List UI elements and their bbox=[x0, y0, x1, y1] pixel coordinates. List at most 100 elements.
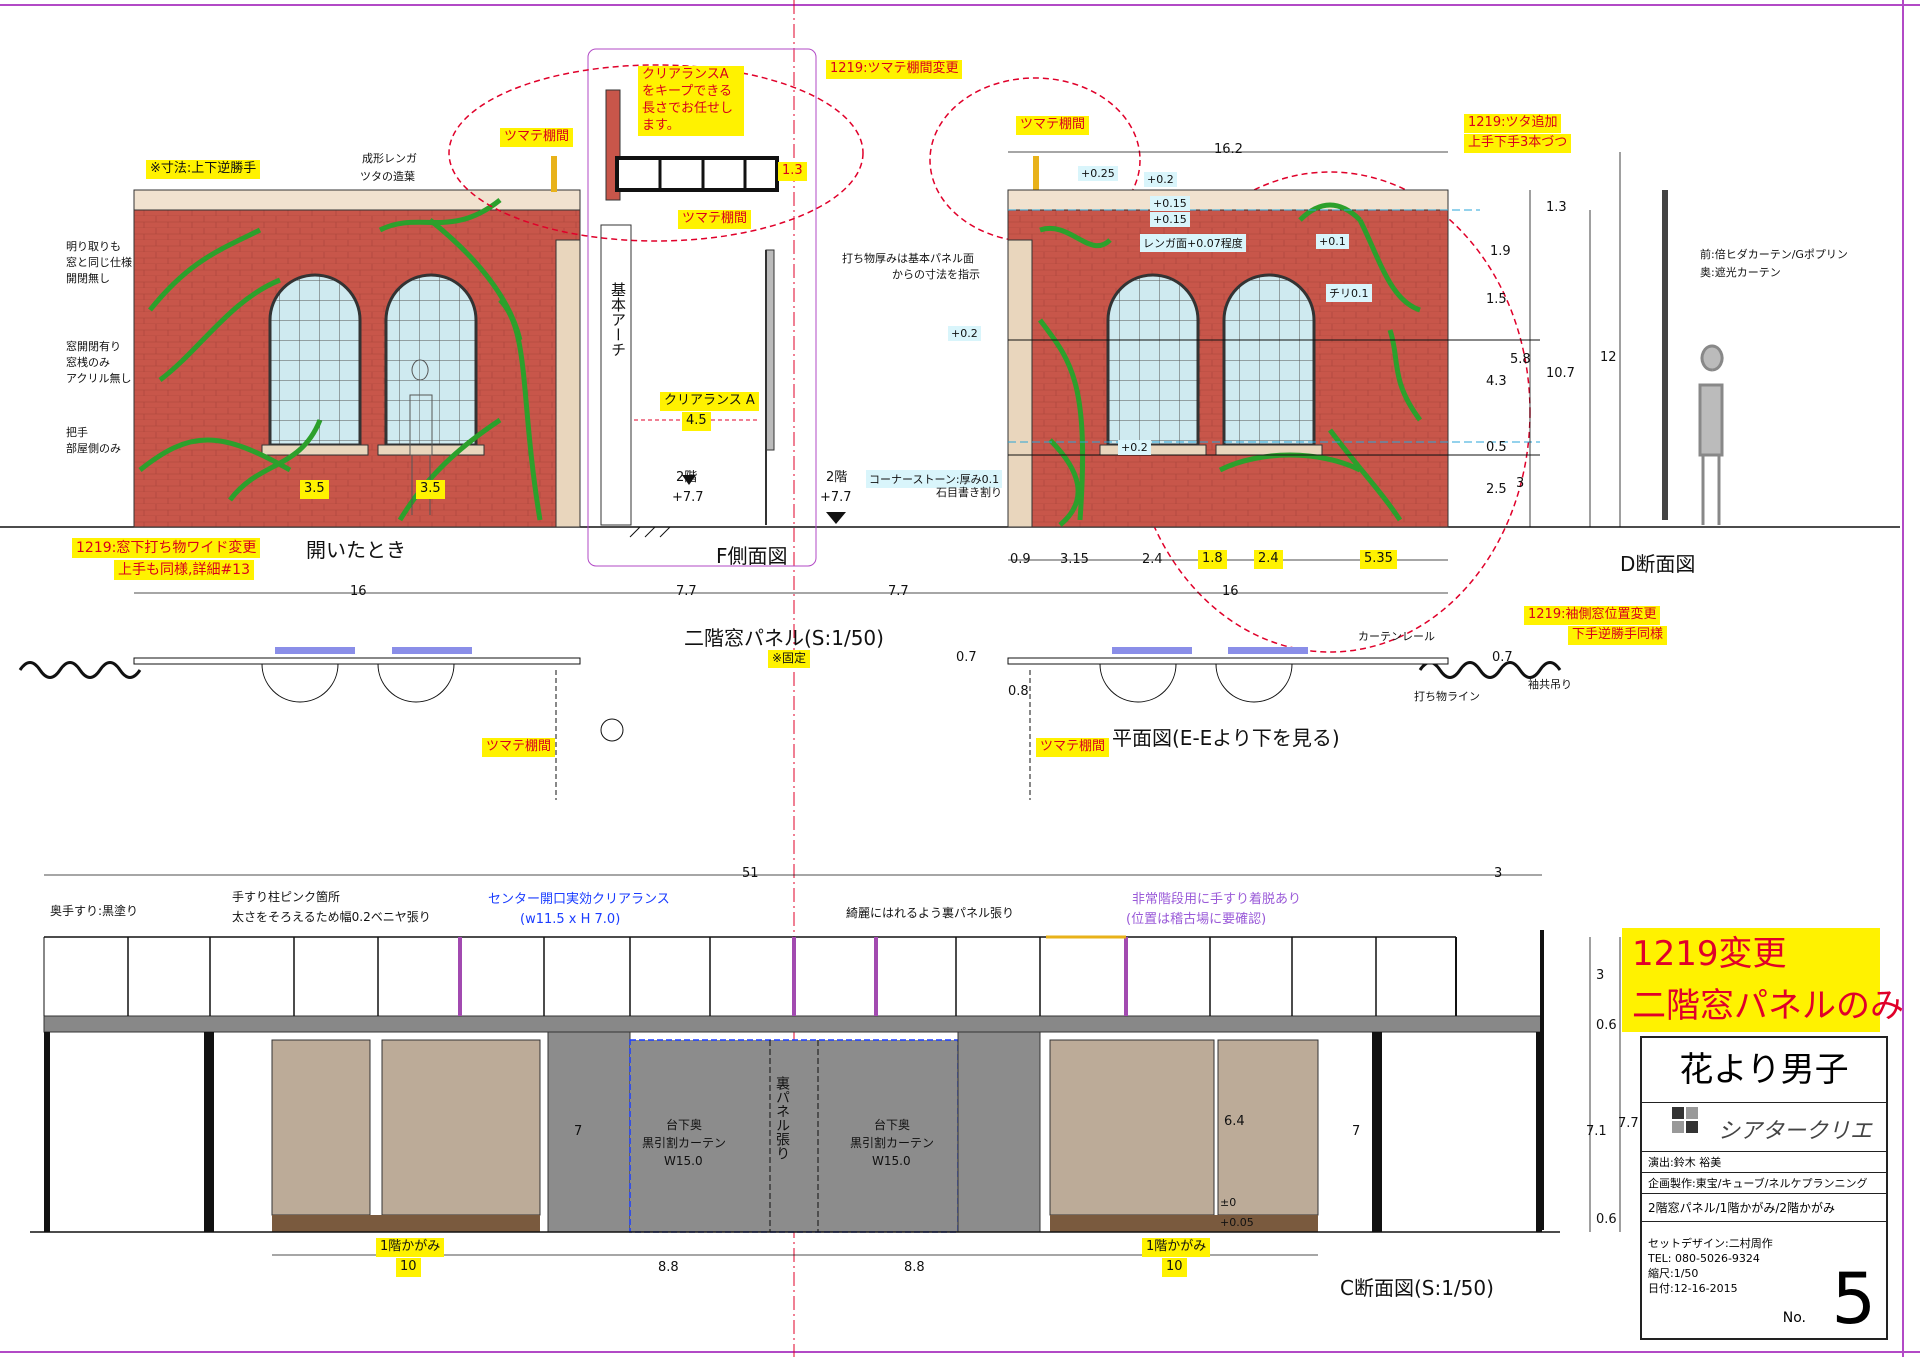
dim-88-left: 8.8 bbox=[658, 1260, 679, 1275]
dim-right-3: 1.5 bbox=[1486, 292, 1507, 307]
curtain-right-1: 台下奥 bbox=[874, 1118, 911, 1132]
sode-label: 袖共吊り bbox=[1528, 678, 1572, 691]
dim-side-width: 7.7 bbox=[676, 584, 697, 599]
dim-1-3: 1.3 bbox=[778, 162, 807, 181]
ura-panel-label: 裏パネル張り bbox=[774, 1076, 790, 1160]
dim-level-pm0: ±0 bbox=[1220, 1196, 1237, 1209]
plan-view-label: 平面図(E-Eより下を見る) bbox=[1112, 726, 1340, 750]
center-clearance-note: センター開口実効クリアランス bbox=[488, 892, 670, 907]
plan-view bbox=[18, 647, 1562, 800]
d-section-back-curtain: 奥:遮光カーテン bbox=[1700, 266, 1781, 279]
right-floor2-label: 2階 bbox=[826, 470, 848, 485]
side-view-label: F側面図 bbox=[716, 544, 788, 568]
dim-right-7: 12 bbox=[1600, 350, 1617, 365]
theater-logo: シアタークリエ bbox=[1642, 1103, 1886, 1152]
ivy-note: ツタの造葉 bbox=[360, 170, 415, 183]
d-section bbox=[1662, 190, 1724, 525]
logo-mark-icon bbox=[1672, 1107, 1698, 1133]
designer-tel: TEL: 080-5026-9324 bbox=[1648, 1252, 1760, 1265]
brick-note: 成形レンガ bbox=[362, 152, 417, 165]
dim-bottom-5: 2.4 bbox=[1254, 550, 1283, 569]
plan-dim-08: 0.8 bbox=[1008, 684, 1029, 699]
c-dim-right-4: 7.7 bbox=[1618, 1116, 1639, 1131]
company-name: シアタークリエ bbox=[1718, 1119, 1873, 1144]
clearance-keep-note: クリアランスAをキープできる長さでお任せします。 bbox=[638, 66, 744, 136]
mirror-right-width: 10 bbox=[1162, 1258, 1187, 1277]
designer-name: セットデザイン:二村周作 bbox=[1648, 1237, 1773, 1250]
emergency-rail-note: 非常階段用に手すり着脱あり bbox=[1132, 892, 1302, 907]
offset-025: +0.25 bbox=[1078, 166, 1118, 181]
dim-window-gap-1: 3.5 bbox=[300, 480, 329, 499]
uchimono-line-label: 打ち物ライン bbox=[1414, 690, 1480, 703]
handle-note-b: 部屋側のみ bbox=[66, 442, 121, 455]
curtain-rail-label: カーテンレール bbox=[1358, 630, 1435, 643]
dim-center-width: 7.7 bbox=[888, 584, 909, 599]
drawing-date: 日付:12-16-2015 bbox=[1648, 1282, 1738, 1295]
offset-02-sill: +0.2 bbox=[1118, 440, 1151, 455]
dim-right-width: 16 bbox=[1222, 584, 1239, 599]
dim-bottom-2: 3.15 bbox=[1060, 552, 1089, 567]
offset-02-left: +0.2 bbox=[948, 326, 981, 341]
thickness-note-2: からの寸法を指示 bbox=[892, 268, 980, 281]
sheet-number: 5 bbox=[1831, 1258, 1876, 1340]
dim-bottom-3: 2.4 bbox=[1142, 552, 1163, 567]
fixed-note: ※固定 bbox=[768, 650, 811, 668]
basic-arch-label: 基本アーチ bbox=[609, 282, 627, 357]
handle-note-a: 把手 bbox=[66, 426, 88, 439]
dim-mirror-64: 6.4 bbox=[1224, 1114, 1245, 1129]
change-callout-line1: 1219変更 bbox=[1632, 934, 1787, 974]
mirror-right-label: 1階かがみ bbox=[1142, 1238, 1211, 1257]
show-title: 花より男子 bbox=[1642, 1038, 1886, 1103]
dim-curtain-height: 7 bbox=[574, 1124, 583, 1139]
right-floor2-level: +7.7 bbox=[820, 490, 852, 505]
change-note-ivy-count: 上手下手3本づつ bbox=[1464, 134, 1572, 153]
side-floor2-label: 2階 bbox=[676, 470, 698, 485]
change-note-window-wide: 1219:窓下打ち物ワイド変更 bbox=[72, 538, 261, 559]
change-callout-box: 1219変更 二階窓パネルのみ bbox=[1622, 928, 1904, 1032]
offset-01: +0.1 bbox=[1316, 234, 1349, 249]
dim-right-10: 3 bbox=[1516, 476, 1525, 491]
designer-info: セットデザイン:二村周作 TEL: 080-5026-9324 縮尺:1/50 … bbox=[1648, 1236, 1773, 1296]
dim-bottom-4: 1.8 bbox=[1198, 550, 1227, 569]
mirror-left-label: 1階かがみ bbox=[376, 1238, 445, 1257]
cornerstone-note: コーナーストーン:厚み0.1 bbox=[866, 470, 1003, 488]
side-floor2-level: +7.7 bbox=[672, 490, 704, 505]
change-note-ivy-add: 1219:ツタ追加 bbox=[1464, 114, 1562, 133]
thickness-note-1: 打ち物厚みは基本パネル面 bbox=[842, 252, 974, 265]
c-section bbox=[30, 930, 1560, 1233]
clearance-a-label: クリアランス A bbox=[660, 392, 759, 411]
offset-015-a: +0.15 bbox=[1150, 196, 1190, 211]
sheet-title: 二階窓パネル(S:1/50) bbox=[684, 626, 884, 650]
dim-right-1: 1.3 bbox=[1546, 200, 1567, 215]
tsumate-label-side: ツマテ棚間 bbox=[678, 210, 752, 229]
change-callout-line2: 二階窓パネルのみ bbox=[1632, 986, 1904, 1026]
dim-left-width: 16 bbox=[350, 584, 367, 599]
center-clearance-size: (w11.5 x H 7.0) bbox=[520, 912, 621, 927]
curtain-left-1: 台下奥 bbox=[666, 1118, 703, 1132]
dim-window-gap-2: 3.5 bbox=[416, 480, 445, 499]
window1-note-b: 窓と同じ仕様 bbox=[66, 256, 132, 269]
pink-post-note-2: 太さをそろえるため幅0.2ベニヤ張り bbox=[232, 910, 431, 924]
dim-right-6: 10.7 bbox=[1546, 366, 1575, 381]
curtain-left-2: 黒引割カーテン bbox=[642, 1136, 727, 1150]
window2-note-c: アクリル無し bbox=[66, 372, 132, 385]
change-note-window-pos-2: 下手逆勝手同様 bbox=[1568, 626, 1668, 645]
dim-right-4: 5.8 bbox=[1510, 352, 1531, 367]
d-section-front-curtain: 前:倍ヒダカーテン/Gポプリン bbox=[1700, 248, 1848, 261]
window2-note-a: 窓開閉有り bbox=[66, 340, 121, 353]
dim-right-5: 4.3 bbox=[1486, 374, 1507, 389]
title-block: 花より男子 シアタークリエ 演出:鈴木 裕美 企画製作:東宝/キューブ/ネルケプ… bbox=[1640, 1036, 1888, 1340]
curtain-right-3: W15.0 bbox=[872, 1154, 911, 1168]
mirror-left-width: 10 bbox=[396, 1258, 421, 1277]
sheet-name-row: 2階窓パネル/1階かがみ/2階かがみ bbox=[1642, 1194, 1886, 1222]
dim-right-8: 0.5 bbox=[1486, 440, 1507, 455]
c-section-label: C断面図(S:1/50) bbox=[1340, 1276, 1494, 1300]
dim-top-width: 16.2 bbox=[1214, 142, 1243, 157]
window1-note-c: 開閉無し bbox=[66, 272, 110, 285]
tsumate-label-right: ツマテ棚間 bbox=[1016, 116, 1090, 135]
side-view bbox=[600, 89, 779, 538]
dim-bottom-1: 0.9 bbox=[1010, 552, 1031, 567]
window1-note-a: 明り取りも bbox=[66, 240, 121, 253]
clearance-a-value: 4.5 bbox=[682, 412, 711, 431]
c-dim-right-3: 7.1 bbox=[1586, 1124, 1607, 1139]
